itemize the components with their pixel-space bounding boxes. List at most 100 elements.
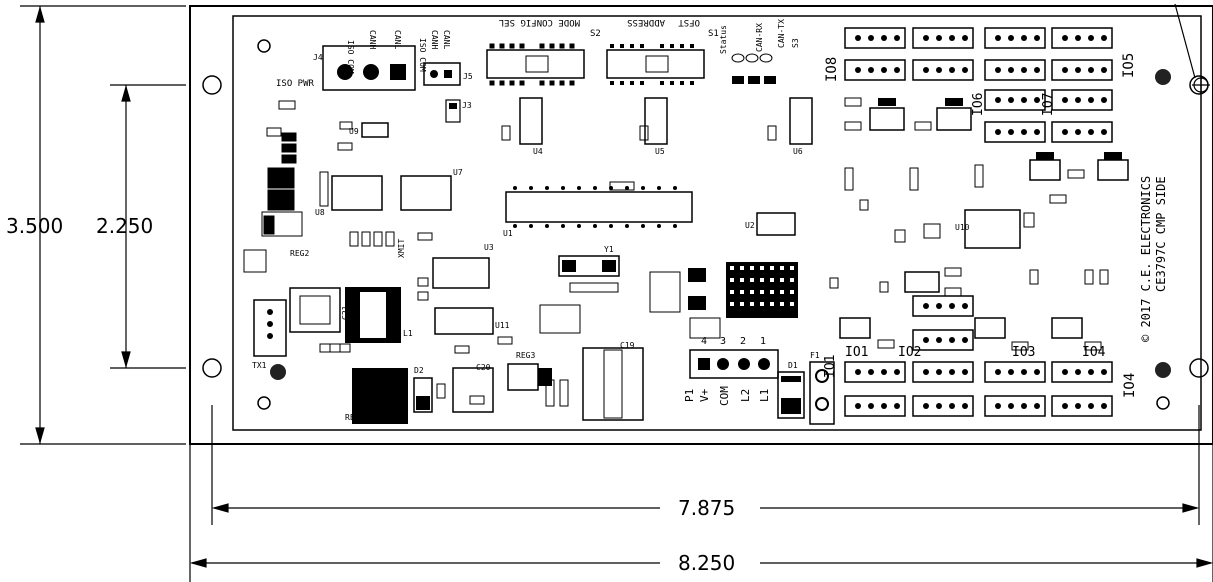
p1-num-4: 4 bbox=[701, 336, 707, 347]
f1-ref: F1 bbox=[810, 351, 820, 360]
io6-label: IO6 bbox=[971, 93, 986, 116]
io4-side-label: IO4 bbox=[1122, 373, 1138, 398]
ic-outlines bbox=[331, 97, 1021, 335]
u1-pins bbox=[513, 186, 677, 228]
s1-ref: S1 bbox=[708, 29, 719, 39]
p1-pin-v: V+ bbox=[698, 388, 711, 402]
reg2-ref: REG2 bbox=[290, 249, 309, 258]
status-led-label: Status bbox=[719, 25, 728, 54]
p1-num-1: 1 bbox=[760, 336, 766, 347]
d1-ref: D1 bbox=[788, 361, 798, 370]
j5-pin-1: ISO COM bbox=[418, 38, 427, 72]
smd-parts bbox=[319, 97, 1109, 407]
board-outline bbox=[189, 5, 1213, 445]
board-model: CE3797C CMP SIDE bbox=[1154, 176, 1168, 292]
j4-ref: J4 bbox=[313, 53, 323, 62]
y1-ref: Y1 bbox=[604, 245, 614, 254]
xmit-led-label: XMIT bbox=[397, 239, 406, 258]
u6-ref: U6 bbox=[793, 147, 803, 156]
io-terminal-pins-top bbox=[855, 35, 1107, 135]
u11-ref: U11 bbox=[495, 321, 510, 330]
connector-j3: J3 bbox=[445, 99, 472, 123]
dim-height-mount: 2.250 bbox=[96, 214, 153, 238]
mounting-holes bbox=[202, 39, 1209, 410]
connector-p1: 4 3 2 1 P1 V+ COM L2 L1 bbox=[683, 336, 779, 406]
io5-label: IO5 bbox=[1121, 53, 1137, 78]
status-leds: Status CAN-RX CAN-TX S3 bbox=[719, 19, 800, 84]
p1-pin-com: COM bbox=[718, 386, 731, 406]
p1-ref: P1 bbox=[683, 389, 696, 402]
reg3 bbox=[507, 363, 552, 391]
left-parts bbox=[243, 127, 303, 273]
board-inner-outline bbox=[232, 15, 1202, 431]
u4-ref: U4 bbox=[533, 147, 543, 156]
p1-num-3: 3 bbox=[720, 336, 726, 347]
inductor-l1: L1 bbox=[345, 287, 413, 343]
c21-ref: C21 bbox=[341, 305, 350, 320]
crystal-y1 bbox=[558, 255, 620, 277]
iso-pwr-label: ISO PWR bbox=[276, 79, 315, 89]
solid-holes bbox=[270, 69, 1171, 380]
dim-height-overall: 3.500 bbox=[6, 214, 63, 238]
p1-num-2: 2 bbox=[740, 336, 746, 347]
j3-ref: J3 bbox=[462, 101, 472, 110]
dim-width-overall: 8.250 bbox=[678, 551, 735, 575]
io-terminal-blocks-top bbox=[844, 27, 1113, 143]
switch-s1: ADDRESS OFST S1 bbox=[606, 17, 719, 85]
u3-ref: U3 bbox=[484, 243, 494, 252]
u9-ref: U9 bbox=[349, 127, 359, 136]
io-terminal-blocks-bottom bbox=[844, 295, 1113, 417]
s1-label: ADDRESS bbox=[627, 17, 665, 27]
dimension-lines bbox=[20, 5, 1213, 582]
s1-ofst: OFST bbox=[678, 17, 700, 27]
header-grid bbox=[730, 266, 794, 306]
connector-j4: J4 ISO COM CANH CANL bbox=[313, 30, 416, 91]
io1-label: IO1 bbox=[845, 345, 868, 360]
reg3-ref: REG3 bbox=[516, 351, 535, 360]
s2-ref: S2 bbox=[590, 29, 601, 39]
reg1 bbox=[352, 368, 408, 424]
io7-label: IO7 bbox=[1041, 93, 1056, 116]
io2-label: IO2 bbox=[898, 345, 921, 360]
u5-ref: U5 bbox=[655, 147, 665, 156]
s2-label: MODE CONFIG SEL bbox=[499, 17, 580, 27]
io8-label: IO8 bbox=[824, 57, 840, 82]
p1-pin-l1: L1 bbox=[758, 389, 771, 402]
j4-pin-3: CANL bbox=[393, 30, 402, 49]
target-mark-icon bbox=[1174, 3, 1210, 94]
io-terminal-pins-bottom bbox=[855, 303, 1107, 409]
io1-side-label: IO1 bbox=[823, 355, 838, 378]
cap-c19: C19 bbox=[582, 341, 644, 421]
transistor-tabs bbox=[878, 98, 1122, 160]
can-rx-led-label: CAN-RX bbox=[755, 23, 764, 52]
switch-s2: MODE CONFIG SEL S2 bbox=[486, 17, 601, 86]
io3-label: IO3 bbox=[1012, 345, 1035, 360]
io-labels: IO1 IO2 IO3 IO4 IO5 IO6 IO7 IO8 IO1 IO4 bbox=[823, 53, 1138, 398]
j4-pin-2: CANH bbox=[368, 30, 377, 49]
diodes-d12-d13 bbox=[688, 268, 706, 310]
j4-pin-1: ISO COM bbox=[346, 40, 355, 74]
u1-ref: U1 bbox=[503, 229, 513, 238]
dim-width-mount: 7.875 bbox=[678, 496, 735, 520]
u7-ref: U7 bbox=[453, 168, 463, 177]
u10-ref: U10 bbox=[955, 223, 970, 232]
c20-ref: C20 bbox=[476, 363, 491, 372]
u8-ref: U8 bbox=[315, 208, 325, 217]
d2-diode: D2 bbox=[413, 366, 433, 413]
board-copyright: © 2017 C.E. ELECTRONICS bbox=[1139, 176, 1153, 342]
connector-tx1: TX1 bbox=[252, 299, 287, 370]
u2-ref: U2 bbox=[745, 221, 755, 230]
j5-pin-2: CANH bbox=[430, 30, 439, 49]
d1-and-f1: D1 F1 bbox=[777, 351, 835, 425]
j5-pin-3: CANL bbox=[442, 30, 451, 49]
p1-pin-l2: L2 bbox=[739, 389, 752, 402]
cap-c20: C20 bbox=[452, 363, 494, 413]
c19-ref: C19 bbox=[620, 341, 635, 350]
io4-label: IO4 bbox=[1082, 345, 1106, 360]
j5-ref: J5 bbox=[463, 72, 473, 81]
ic-labels: U8 U7 U1 U4 U5 U6 U3 U11 U10 U2 U9 Y1 RE… bbox=[290, 127, 970, 422]
d2-ref: D2 bbox=[414, 366, 424, 375]
l1-ref: L1 bbox=[403, 329, 413, 338]
connector-j5: J5 ISO COM CANH CANL bbox=[418, 30, 473, 86]
